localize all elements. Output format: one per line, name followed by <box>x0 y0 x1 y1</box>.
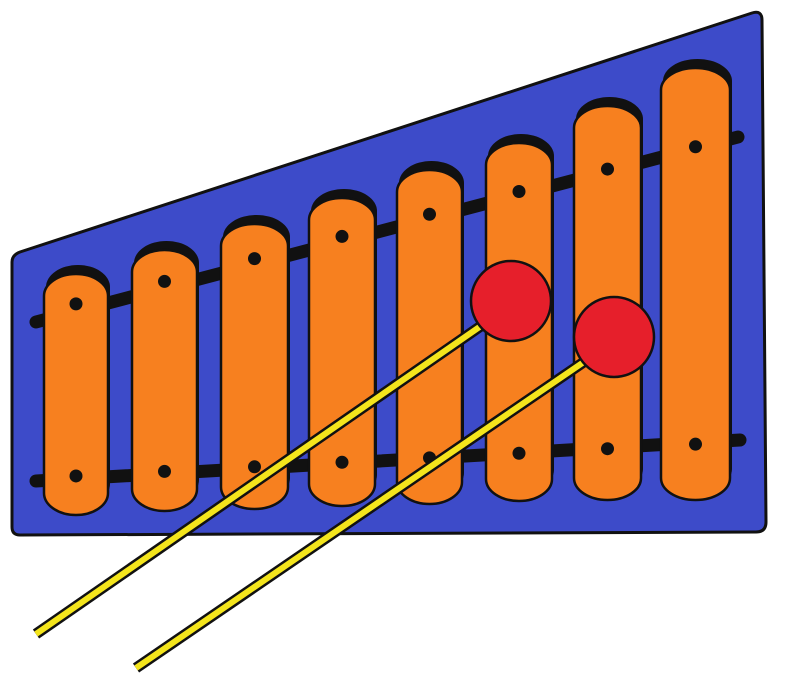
bar-body <box>659 66 732 502</box>
bar-bottom-hole <box>512 446 526 460</box>
xylophone-bar-5 <box>395 161 464 506</box>
bar-body <box>130 248 199 513</box>
xylophone-bar-1 <box>42 265 110 517</box>
xylophone-bar-3 <box>219 215 290 511</box>
bar-bottom-hole <box>689 437 702 451</box>
mallets <box>32 259 656 673</box>
xylophone-bar-4 <box>307 189 377 508</box>
bar-top-hole <box>601 162 614 176</box>
bar-top-hole <box>512 185 526 199</box>
xylophone-bar-2 <box>130 241 199 513</box>
bar-body <box>219 222 290 511</box>
bar-top-hole <box>423 207 436 221</box>
mallet-2 <box>132 295 656 673</box>
bar-bottom-hole <box>601 442 614 456</box>
mallet-stick <box>134 352 596 671</box>
bar-bottom-hole <box>335 455 349 469</box>
bar-top-hole <box>248 252 261 266</box>
bar-bottom-hole <box>158 464 171 478</box>
bar-top-hole <box>158 274 171 288</box>
xylophone-bars <box>42 59 732 517</box>
bar-bottom-hole <box>69 469 83 483</box>
mallet-stick <box>34 316 493 637</box>
bar-bottom-hole <box>248 460 261 474</box>
mallet-head <box>469 259 553 343</box>
bar-top-hole <box>335 229 349 243</box>
mallet-head <box>572 295 656 379</box>
xylophone-bar-8 <box>659 59 732 502</box>
bar-top-hole <box>689 140 702 154</box>
bar-top-hole <box>69 297 83 311</box>
bar-body <box>42 272 110 517</box>
mallet-1 <box>32 259 553 639</box>
